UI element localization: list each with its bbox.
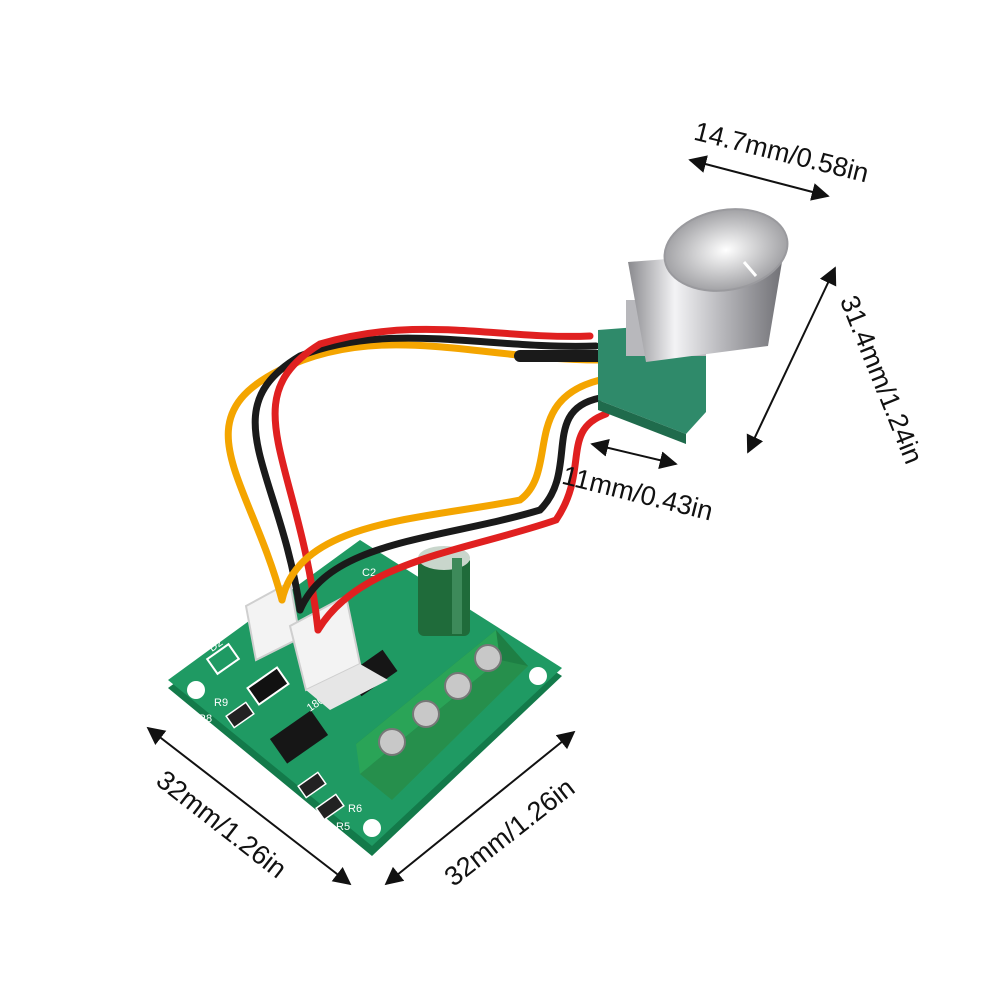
screw-terminal-block: [356, 630, 528, 800]
silk-r6: R6: [348, 803, 362, 815]
dim-arrow-board-right: [384, 730, 576, 886]
dim-arrow-knob-height: [746, 266, 837, 454]
silk-r8: R8: [198, 713, 212, 725]
ic-chip-1803bk: [269, 710, 329, 764]
silk-c2: C2: [362, 567, 376, 579]
dim-arrow-shaft-base: [590, 438, 678, 470]
silk-r9: R9: [214, 697, 228, 709]
electrolytic-capacitor: [418, 546, 470, 636]
dim-arrow-knob-width: [688, 155, 830, 201]
wire-connectors: [244, 580, 388, 710]
knob: [628, 208, 789, 362]
wires: [224, 325, 610, 634]
silk-r5: R5: [336, 821, 350, 833]
dim-arrow-board-left: [146, 726, 352, 886]
